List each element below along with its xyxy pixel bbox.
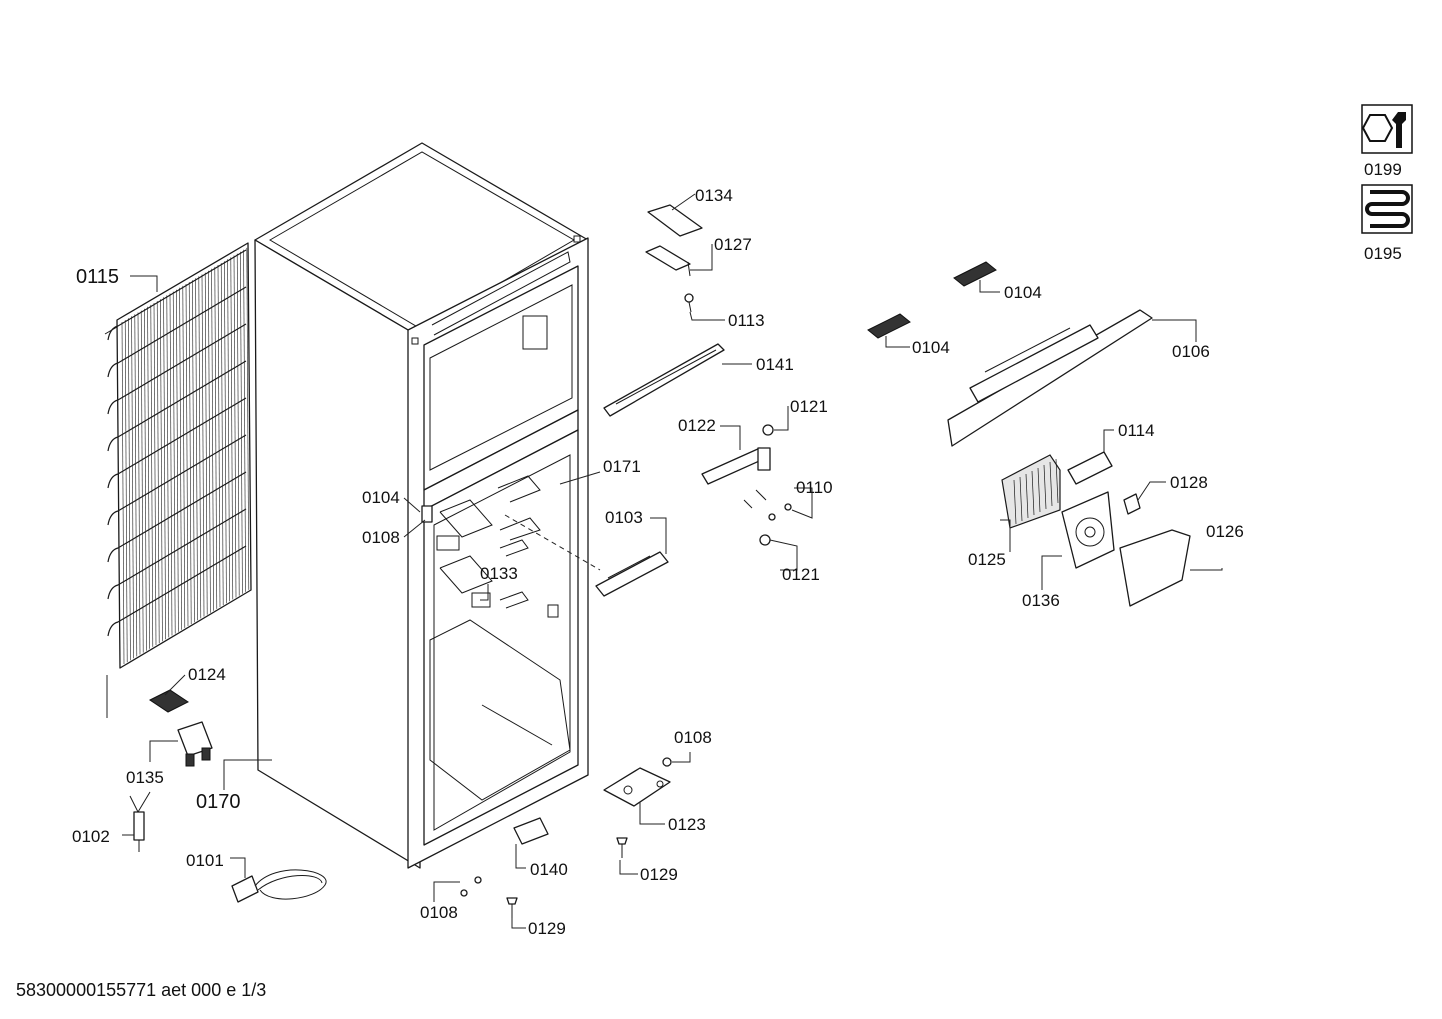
part-0102-capacitor[interactable] — [129, 791, 151, 852]
callout-0104-top: 0104 — [1004, 283, 1042, 302]
part-0135-relay[interactable] — [177, 721, 213, 767]
leader-lines — [106, 193, 1223, 929]
part-0140-foot[interactable] — [513, 817, 549, 845]
callout-0108-bottom: 0108 — [420, 903, 458, 922]
part-0124-pad[interactable] — [149, 689, 189, 713]
part-0103-light-housing[interactable] — [595, 551, 669, 597]
part-0123-bottom-hinge[interactable] — [603, 767, 671, 807]
part-0129-screw[interactable] — [506, 837, 628, 918]
part-0104-clip-top[interactable] — [953, 261, 997, 287]
callout-0141: 0141 — [756, 355, 794, 374]
callout-0108-left: 0108 — [362, 528, 400, 547]
callout-0199: 0199 — [1364, 160, 1402, 179]
part-0136-fan-motor[interactable] — [1061, 491, 1115, 569]
callout-0114: 0114 — [1118, 421, 1155, 440]
callout-0195: 0195 — [1364, 244, 1402, 263]
part-0127-top-hinge[interactable] — [645, 245, 691, 277]
callout-0127: 0127 — [714, 235, 752, 254]
part-0121-bushing[interactable] — [759, 424, 774, 546]
callout-0128: 0128 — [1170, 473, 1208, 492]
callout-0103: 0103 — [605, 508, 643, 527]
callout-0124: 0124 — [188, 665, 226, 684]
callout-0121-top: 0121 — [790, 397, 828, 416]
callout-0110: 0110 — [796, 478, 833, 497]
callout-0123: 0123 — [668, 815, 706, 834]
part-0126-evaporator-cover[interactable] — [1119, 529, 1191, 607]
fridge-cabinet[interactable] — [254, 142, 589, 869]
condenser-part[interactable] — [104, 242, 252, 669]
callout-0104-mid: 0104 — [912, 338, 950, 357]
callout-0134: 0134 — [695, 186, 733, 205]
callout-0108-hinge: 0108 — [674, 728, 712, 747]
part-0106-control-panel[interactable] — [947, 309, 1153, 447]
callout-0106: 0106 — [1172, 342, 1210, 361]
part-0134-hinge-cover[interactable] — [647, 204, 703, 237]
callout-0129-bottom: 0129 — [528, 919, 566, 938]
callout-0113: 0113 — [728, 311, 765, 330]
refrigerant-coil-icon — [1361, 184, 1413, 234]
part-0114-bracket[interactable] — [1067, 451, 1113, 485]
callout-0129-right: 0129 — [640, 865, 678, 884]
part-0125-fan-cover[interactable] — [1001, 454, 1061, 529]
callout-labels: 0115 0124 0135 0102 0170 0101 0104 0108 … — [72, 160, 1402, 938]
callout-0121-bottom: 0121 — [782, 565, 820, 584]
wrench-bolt-icon — [1361, 104, 1413, 154]
part-0108-bushing-bottom[interactable] — [460, 757, 672, 897]
callout-0115: 0115 — [76, 266, 119, 288]
part-0128-pad[interactable] — [1123, 493, 1141, 515]
part-0104-clip-mid[interactable] — [867, 313, 911, 339]
part-0141-air-duct[interactable] — [603, 343, 725, 417]
callout-0136: 0136 — [1022, 591, 1060, 610]
callout-0170: 0170 — [196, 791, 241, 813]
callout-0102: 0102 — [72, 827, 110, 846]
callout-0171: 0171 — [603, 457, 641, 476]
part-0110-screws[interactable] — [743, 489, 792, 521]
part-0113-pin[interactable] — [684, 293, 694, 313]
callout-0133: 0133 — [480, 564, 518, 583]
callout-0140: 0140 — [530, 860, 568, 879]
callout-0125: 0125 — [968, 550, 1006, 569]
part-0122-middle-hinge[interactable] — [701, 447, 771, 485]
callout-0104-left: 0104 — [362, 488, 400, 507]
callout-0122: 0122 — [678, 416, 716, 435]
part-0104-clip-left[interactable] — [421, 505, 433, 523]
document-footer-id: 58300000155771 aet 000 e 1/3 — [16, 980, 267, 1000]
callout-0126: 0126 — [1206, 522, 1244, 541]
callout-0101: 0101 — [186, 851, 224, 870]
callout-0135: 0135 — [126, 768, 164, 787]
part-0101-power-cord[interactable] — [231, 869, 327, 903]
